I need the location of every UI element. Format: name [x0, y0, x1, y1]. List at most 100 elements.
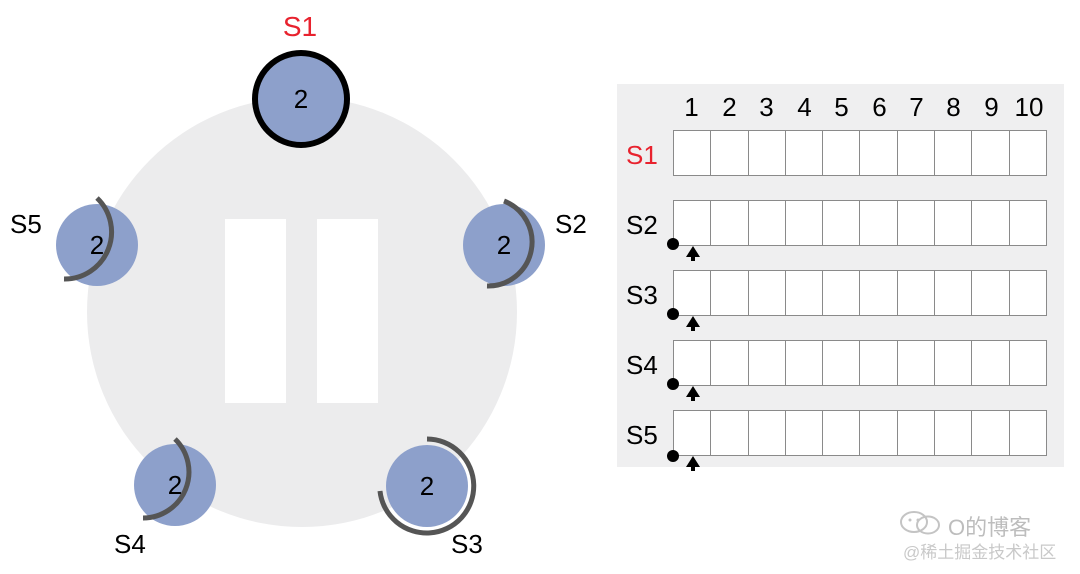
log-cell[interactable] [786, 271, 824, 315]
log-cell[interactable] [823, 271, 861, 315]
log-cell[interactable] [749, 201, 786, 245]
log-cell[interactable] [749, 131, 786, 175]
log-cell[interactable] [972, 201, 1010, 245]
log-cell[interactable] [898, 201, 936, 245]
log-cell[interactable] [935, 201, 973, 245]
log-row-s2[interactable] [673, 200, 1047, 246]
log-index-6: 6 [872, 92, 887, 122]
log-cell[interactable] [786, 411, 824, 455]
server-s5-term: 2 [90, 230, 104, 260]
log-index-1: 1 [684, 92, 699, 122]
log-index-5: 5 [834, 92, 849, 122]
server-s3-node [386, 445, 468, 527]
log-row-s4[interactable] [673, 340, 1047, 386]
log-cell[interactable] [786, 201, 824, 245]
server-s4[interactable]: 2 S4 [114, 437, 216, 559]
log-cell[interactable] [823, 411, 861, 455]
log-row-label-s3: S3 [626, 280, 658, 310]
server-s2-timer-arc [486, 198, 535, 289]
log-cell[interactable] [711, 131, 749, 175]
log-cell[interactable] [935, 411, 973, 455]
server-s5-timer-arc [63, 196, 115, 282]
log-cell[interactable] [674, 131, 712, 175]
log-cell[interactable] [786, 131, 824, 175]
log-cell[interactable] [935, 271, 973, 315]
log-index-10: 10 [1014, 92, 1044, 122]
log-cell[interactable] [898, 341, 936, 385]
log-row-label-s5: S5 [626, 420, 658, 450]
log-cell[interactable] [860, 411, 898, 455]
log-cell[interactable] [786, 341, 824, 385]
pause-bar-left [225, 219, 286, 403]
log-cell[interactable] [711, 201, 749, 245]
pause-bar-right [317, 219, 378, 403]
server-s2[interactable]: 2 S2 [463, 198, 587, 289]
log-cell[interactable] [674, 271, 712, 315]
watermark-source: @稀土掘金技术社区 [903, 543, 1057, 562]
log-cell[interactable] [935, 341, 973, 385]
log-cell[interactable] [860, 341, 898, 385]
log-index-9: 9 [984, 92, 999, 122]
server-s2-label: S2 [555, 209, 587, 239]
server-s1-node [252, 50, 350, 148]
match-index-arrow-s3 [686, 316, 700, 331]
server-s5[interactable]: 2 S5 [10, 196, 138, 286]
log-cell[interactable] [860, 201, 898, 245]
pause-icon[interactable] [225, 219, 378, 403]
server-s5-node [56, 204, 138, 286]
log-row-label-s2: S2 [626, 210, 658, 240]
log-cell[interactable] [898, 411, 936, 455]
log-cell[interactable] [972, 411, 1010, 455]
server-s1-term: 2 [294, 84, 308, 114]
log-cell[interactable] [823, 341, 861, 385]
match-index-arrow-s4 [686, 386, 700, 401]
log-cell[interactable] [749, 341, 786, 385]
cluster-diagram: 2 S1 2 S2 2 S3 2 S4 2 S5 [10, 11, 587, 559]
server-s4-node [134, 444, 216, 526]
log-cell[interactable] [972, 271, 1010, 315]
log-row-s1[interactable] [673, 130, 1047, 176]
log-cell[interactable] [898, 131, 936, 175]
server-s3-timer-arc [377, 436, 477, 536]
log-index-3: 3 [759, 92, 774, 122]
log-cell[interactable] [674, 411, 712, 455]
server-s2-term: 2 [497, 230, 511, 260]
log-cell[interactable] [1010, 411, 1046, 455]
match-index-arrow-s2 [686, 246, 700, 261]
log-cell[interactable] [711, 411, 749, 455]
server-s4-term: 2 [168, 470, 182, 500]
log-cell[interactable] [972, 341, 1010, 385]
next-index-dot-s5 [667, 450, 679, 462]
log-cell[interactable] [1010, 341, 1046, 385]
log-cell[interactable] [1010, 271, 1046, 315]
log-cell[interactable] [1010, 201, 1046, 245]
log-cell[interactable] [860, 271, 898, 315]
log-cell[interactable] [860, 131, 898, 175]
log-cell[interactable] [935, 131, 973, 175]
log-cell[interactable] [972, 131, 1010, 175]
log-index-7: 7 [909, 92, 924, 122]
server-s5-label: S5 [10, 209, 42, 239]
next-index-dot-s4 [667, 378, 679, 390]
server-s4-label: S4 [114, 529, 146, 559]
next-index-dot-s3 [667, 308, 679, 320]
log-cell[interactable] [711, 341, 749, 385]
log-index-4: 4 [797, 92, 812, 122]
server-s1[interactable]: 2 S1 [252, 11, 350, 148]
log-row-label-s4: S4 [626, 350, 658, 380]
log-cell[interactable] [711, 271, 749, 315]
log-cell[interactable] [674, 201, 712, 245]
log-cell[interactable] [749, 411, 786, 455]
log-cell[interactable] [823, 201, 861, 245]
log-cell[interactable] [749, 271, 786, 315]
log-row-s5[interactable] [673, 410, 1047, 456]
log-cell[interactable] [674, 341, 712, 385]
server-s3-label: S3 [451, 529, 483, 559]
log-cell[interactable] [823, 131, 861, 175]
server-s3[interactable]: 2 S3 [377, 436, 483, 559]
log-cell[interactable] [1010, 131, 1046, 175]
log-cell[interactable] [898, 271, 936, 315]
server-s3-term: 2 [420, 471, 434, 501]
log-index-8: 8 [946, 92, 961, 122]
log-row-s3[interactable] [673, 270, 1047, 316]
